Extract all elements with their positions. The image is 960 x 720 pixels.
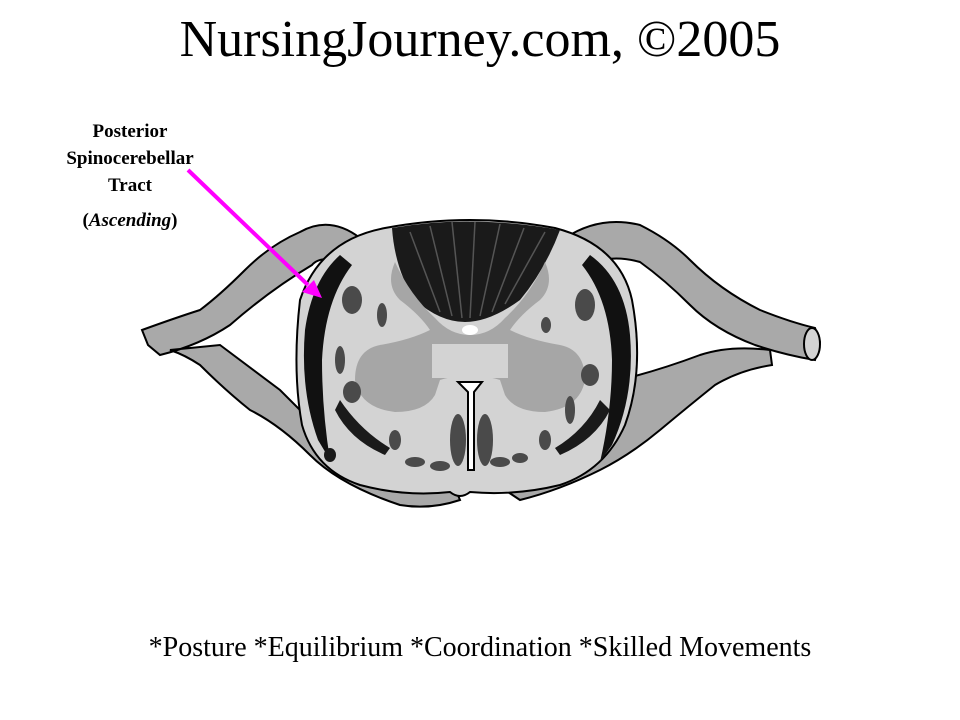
paren-close: ) — [171, 210, 178, 231]
left-posterior-spinocerebellar-tract — [303, 255, 352, 460]
lateral-dark-bands — [324, 400, 610, 462]
tract-label-line-1: Posterior — [92, 121, 168, 142]
tract-label-line-3: Tract — [108, 175, 152, 196]
tract-spots — [335, 286, 599, 471]
page-title: NursingJourney.com, ©2005 — [179, 11, 781, 68]
gray-commissure — [432, 344, 508, 378]
anterior-median-fissure — [455, 381, 485, 471]
tract-label: Posterior Spinocerebellar Tract (Ascendi… — [40, 118, 220, 234]
callout-arrow — [186, 168, 322, 298]
central-canal — [462, 325, 478, 335]
tract-direction-text: Ascending — [88, 210, 172, 231]
right-root-end — [803, 327, 821, 361]
tract-label-line-2: Spinocerebellar — [66, 148, 194, 169]
tract-direction: (Ascending) — [40, 207, 220, 234]
paren-open: ( — [82, 210, 89, 231]
dorsal-column-fibers — [409, 221, 546, 319]
caption-functions: *Posture *Equilibrium *Coordination *Ski… — [148, 632, 812, 663]
gray-matter — [355, 262, 585, 412]
right-lateral-tract — [582, 255, 631, 462]
